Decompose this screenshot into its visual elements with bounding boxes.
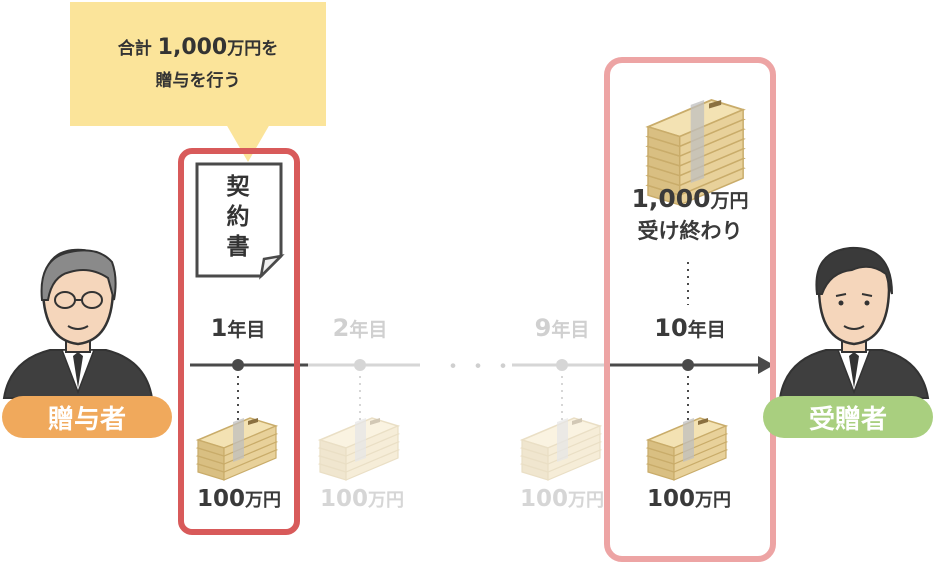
contract-char: 約 [226, 204, 250, 230]
man-suit-icon [778, 246, 930, 399]
banknote-bundle-icon [320, 418, 398, 480]
year-label-2: 2年目 [332, 314, 388, 342]
ellipsis: ・・・ [442, 355, 518, 380]
timeline-arrow-icon [758, 356, 774, 374]
callout-line2: 贈与を行う [155, 70, 241, 91]
banknote-bundle-icon [522, 418, 600, 480]
year-label-9: 9年目 [534, 314, 590, 342]
received-label: 受け終わり [637, 219, 743, 243]
year-node-9 [556, 359, 568, 371]
first-year-highlight-frame [178, 148, 300, 535]
received-total: 1,000万円 受け終わり [606, 183, 774, 245]
contract-char: 契 [226, 174, 250, 200]
callout-prefix: 合計 [117, 38, 152, 59]
year-label-1: 1年目 [210, 314, 266, 342]
final-year-highlight-frame [604, 57, 776, 562]
callout-amount: 1,000 [157, 34, 228, 60]
banknote-stack-icon [647, 99, 745, 206]
year-node-1 [232, 359, 244, 371]
amount-label-1: 100万円 [196, 486, 281, 512]
contract-char: 書 [226, 234, 250, 260]
callout-tail [226, 124, 270, 162]
amount-label-2: 100万円 [319, 486, 404, 512]
amount-label-9: 100万円 [519, 486, 604, 512]
contract-document-icon [195, 162, 285, 280]
year-label-10: 10年目 [654, 314, 726, 342]
year-node-2 [354, 359, 366, 371]
contract-label: 契 約 書 [195, 162, 281, 276]
receiver-badge: 受贈者 [763, 396, 933, 438]
man-glasses-suit-icon [2, 248, 154, 399]
giver-badge: 贈与者 [2, 396, 172, 438]
total-gift-callout: 合計 1,000万円を 贈与を行う [70, 2, 326, 126]
received-unit: 万円 [710, 190, 749, 212]
amount-label-10: 100万円 [646, 486, 731, 512]
year-node-10 [682, 359, 694, 371]
received-amount: 1,000 [631, 184, 711, 213]
callout-suffix: 万円を [227, 38, 279, 59]
